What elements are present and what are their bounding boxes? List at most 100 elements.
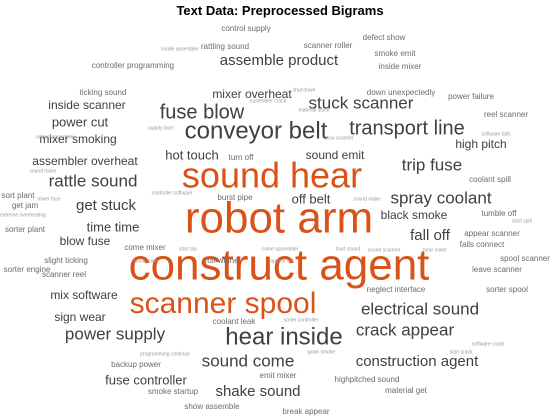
word-transport-line: transport line [349,117,465,139]
word-control-supply: control supply [221,24,270,33]
word-hot-touch: hot touch [165,147,219,162]
word-sorter-controller: sorter controller [284,317,319,323]
word-high-pitch: high pitch [455,137,506,151]
word-sorter-plant: sorter plant [5,225,46,234]
word-loud-sound: loud sound [336,246,361,252]
word-leave-scanner: leave scanner [472,265,522,274]
word-assembler-crack: assembler crack [250,98,287,104]
word-crack-appear: crack appear [356,320,455,339]
word-software-fails: software fails [481,131,511,137]
word-sound-emit: sound emit [306,148,365,162]
word-start-trip: start trip [179,246,197,252]
word-scanner-reel: scanner reel [42,270,86,279]
word-emit-mixer: emit mixer [260,371,297,380]
word-come-assembler: come assembler [262,246,299,252]
word-appear-scanner: appear scanner [464,229,520,238]
word-mix-software: mix software [50,288,118,302]
word-mixer-smoking: mixer smoking [39,132,116,146]
word-coolant-leak: coolant leak [213,317,257,326]
word-coolant-spill: coolant spill [469,175,511,184]
word-inside-mixer: inside mixer [379,62,422,71]
word-defect-show: defect show [363,33,406,42]
word-sorter-engine: sorter engine [4,265,51,274]
word-backup-power: backup power [111,360,161,369]
word-extreme-overheating: extreme overheating [0,212,46,218]
word-fuse-controller: fuse controller [105,372,187,387]
word-come-mixer: come mixer [124,243,166,252]
word-start-split: start split [512,218,533,224]
word-controller-software: controller software [152,190,193,196]
word-black-smoke: black smoke [381,208,448,222]
word-start-crack: start crack [449,349,473,355]
word-construct-agent: construct agent [129,241,430,290]
word-trip-fuse: trip fuse [402,155,462,174]
word-blow-scanner: blow scanner [324,135,354,141]
word-sorter-spool: sorter spool [486,285,528,294]
word-scanner-spool: scanner spool [130,287,317,320]
word-blow-fuse: blow fuse [60,234,111,248]
word-down-unexpectedly: down unexpectedly [367,88,436,97]
word-break-appear: break appear [282,407,329,416]
word-neglect-interface: neglect interface [367,285,426,294]
word-software-crash: software crash [472,341,505,347]
word-sort-plant: sort plant [2,191,36,200]
word-mixer-overheat: mixer overheat [212,87,292,101]
word-sound-scanner: sound scanner [368,247,401,253]
word-power-supply: power supply [65,324,166,343]
word-rattle-sound: rattle sound [49,171,138,190]
word-assemble-product: assemble product [220,52,339,69]
word-sound-mixer: sound mixer [29,168,57,174]
word-hear-mixer: hear mixer [423,247,447,253]
word-robot-arm: robot arm [185,194,373,243]
word-reel-scanner: reel scanner [484,110,528,119]
word-programming-continue: programming continue [140,351,190,357]
word-sign-wear: sign wear [54,310,105,324]
word-power-failure: power failure [448,92,494,101]
word-tumble-off: tumble off [482,209,518,218]
word-scanner-roller: scanner roller [304,41,353,50]
word-rattling-sound: rattling sound [201,42,249,51]
word-burst-pipe: burst pipe [217,193,253,202]
word-get-jam: get jam [12,201,39,210]
word-fuse-blow: fuse blow [160,101,245,123]
word-assembler-overheat: assembler overheat [32,154,138,168]
word-sound-come: sound come [202,351,295,370]
word-smoke-startup: smoke startup [148,387,199,396]
word-ticking-sound: ticking sound [80,88,127,97]
word-shut-down: shut down [293,87,316,93]
chart-title: Text Data: Preprocessed Bigrams [176,3,384,18]
word-supply-burn: supply burn [148,125,174,131]
word-conveyor-belt: conveyor belt [185,117,328,144]
word-material-stuck: material stuck [299,107,330,113]
word-inside-scanner: inside scanner [48,98,125,112]
word-stuck-mixer: stuck mixer [133,258,159,264]
word-coil-whine: coil whine [203,256,239,265]
word-sound-hear: sound hear [182,155,362,196]
word-spray-coolant: spray coolant [390,188,491,207]
word-turn-off: turn off [229,153,255,162]
word-electrical-sound: electrical sound [361,299,479,318]
word-hear-inside: hear inside [225,323,342,350]
word-mixer-fuse: mixer fuse [37,196,60,202]
word-spool-scanner: spool scanner [500,254,550,263]
word-fails-connect: fails connect [460,240,505,249]
word-time-time: time time [87,219,140,234]
word-construction-agent: construction agent [356,353,479,370]
word-appear-cut: appear cut [270,258,294,264]
word-controller-programming: controller programming [92,61,174,70]
word-slight-ticking: slight ticking [44,256,88,265]
word-inside-assembler: inside assembler [161,46,199,52]
word-get-stuck: get stuck [76,197,137,214]
word-fall-off: fall off [410,227,451,244]
word-material-get: material get [385,386,428,395]
word-spark-smoke: spark smoke [307,349,336,355]
word-stuck-scanner: stuck scanner [309,93,414,112]
word-highpitched-sound: highpitched sound [335,375,400,384]
word-sound-make: sound make [353,196,380,202]
word-show-assemble: show assemble [184,402,240,411]
word-output-assembler: output assembler [36,134,75,140]
word-power-cut: power cut [52,114,109,129]
word-shake-sound: shake sound [215,383,300,400]
word-off-belt: off belt [292,191,331,206]
